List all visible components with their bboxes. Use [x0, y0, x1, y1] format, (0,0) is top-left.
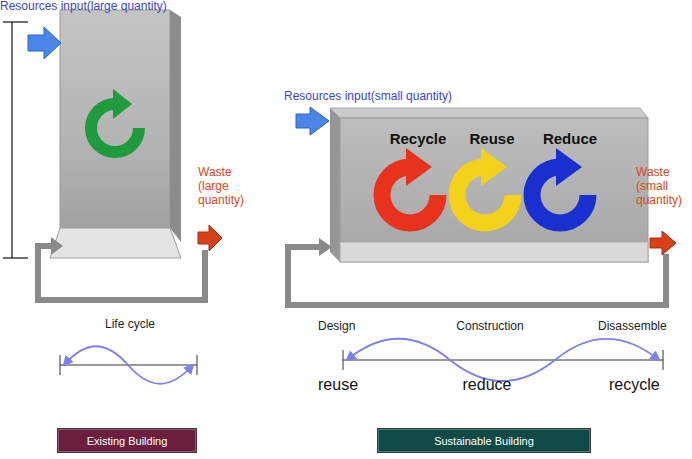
bracket-tick	[3, 21, 28, 22]
text-label: Resources input(small quantity)	[284, 90, 524, 104]
axis-tick	[343, 350, 344, 370]
text-label: reduce	[447, 376, 527, 394]
life-cycle-wave	[64, 346, 193, 384]
building-front-face	[60, 10, 170, 228]
text-label: Waste (large quantity)	[198, 166, 258, 207]
text-label: recycle	[609, 376, 689, 394]
text-label: Disassemble	[598, 320, 692, 334]
title-box: Sustainable Building	[377, 428, 591, 453]
text-label: Recycle	[378, 130, 458, 147]
cycle-arrow-head	[113, 89, 132, 119]
axis-tick	[663, 350, 664, 370]
waste-arrow	[198, 225, 222, 251]
height-bracket	[11, 22, 12, 258]
slab-floor	[340, 242, 648, 262]
text-label: Reduce	[530, 130, 610, 147]
building-side-face	[170, 10, 181, 242]
slab-front-face	[340, 118, 648, 262]
life-cycle-wave	[347, 339, 659, 381]
text-label: Construction	[430, 320, 550, 334]
axis-line	[343, 360, 663, 361]
recycle-arrow-head	[406, 148, 432, 186]
text-label: Waste (small quantity)	[636, 166, 692, 207]
waste-arrow	[650, 231, 676, 255]
box-title: Sustainable Building	[434, 435, 534, 447]
text-label: Resources input(large quantity)	[0, 0, 240, 14]
return-loop	[288, 247, 666, 305]
bracket-tick	[3, 257, 28, 258]
return-loop	[38, 246, 205, 300]
building-floor	[50, 228, 181, 258]
slab-side-face	[330, 108, 340, 262]
return-loop-head	[319, 238, 332, 256]
reuse-arrow-head	[481, 148, 507, 186]
return-loop-head	[51, 237, 63, 255]
slab-top-face	[330, 108, 648, 118]
text-label: reuse	[318, 376, 398, 394]
title-box: Existing Building	[57, 428, 197, 453]
axis-tick	[197, 355, 198, 375]
axis-tick	[60, 355, 61, 375]
text-label: Life cycle	[70, 318, 190, 332]
text-label: Reuse	[452, 130, 532, 147]
box-title: Existing Building	[87, 435, 168, 447]
input-arrow	[28, 27, 61, 59]
input-arrow	[296, 107, 329, 135]
reduce-arrow-head	[556, 148, 582, 186]
text-label: Design	[318, 320, 398, 334]
